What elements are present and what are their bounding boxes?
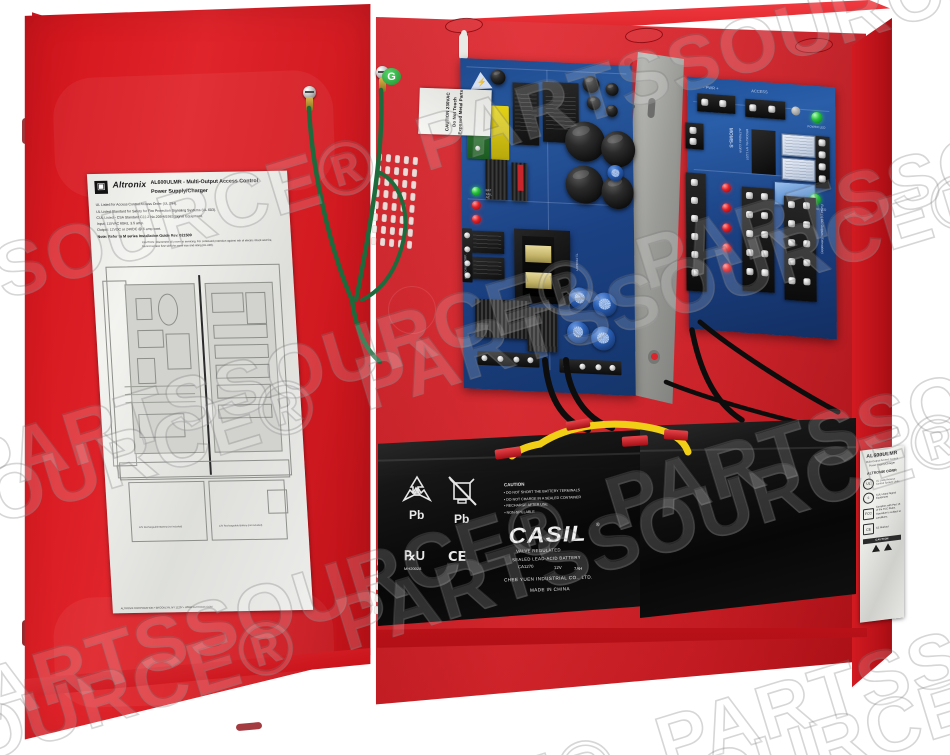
rating-mark-row: FCC Complies with Part 15 of the FCC Rul… [863,502,901,521]
ground-wire [306,105,355,303]
spade-connector [663,429,689,441]
ul-file-number: MH20028 [404,566,422,571]
ground-marker-label: G [382,68,401,85]
battery-jumper-wire [536,420,692,456]
battery-right [640,418,856,618]
ground-lug [379,78,386,92]
pb-symbol-2: Pb [454,512,470,526]
ce-mark-icon: CE [448,550,467,565]
rating-label: AL600ULMR Multi-Output Access Control Po… [860,445,904,623]
recycle-icon [400,474,434,506]
spade-connector [621,435,649,447]
ul-mark-icon: UL [863,477,874,491]
pb-symbol-1: Pb [409,508,425,522]
divider-top-screw [624,58,633,67]
fcc-mark-icon: FCC [863,507,874,520]
backpan-emboss [388,286,436,334]
ground-wire [353,87,384,303]
cul-mark-icon: c [863,491,874,505]
ground-wire-loop [360,170,408,302]
ul-recognized-icon: ℞U [404,548,426,563]
warning-triangle-icon [872,544,880,553]
ul-mark-text: UL Listed Access Control System Units [876,477,900,487]
rating-mark-row: c CUL Listed Signal Equipment [863,488,901,505]
ground-wire [349,297,383,365]
dc-wire [697,319,841,415]
fcc-mark-text: Complies with Part 15 of the FCC Rules. … [876,502,901,520]
cul-mark-text: CUL Listed Signal Equipment [876,490,896,501]
dc-wire [689,327,745,423]
rating-mark-row: UL UL Listed Access Control System Units [863,474,901,491]
electric-shock-triangle-icon [884,543,892,552]
ground-screw [303,86,316,99]
ce-mark-icon: CE [863,523,874,536]
divider-grommet [648,350,660,364]
do-not-dispose-icon [446,474,478,508]
battery-left: Pb Pb CAUTION • DO NOT SHORT THE BATTERY… [378,430,640,626]
ce-mark-text: CE Marked [876,525,889,530]
mounting-keyhole-slot [459,30,468,59]
rating-mark-row: CE CE Marked [863,520,901,536]
ground-lug [306,97,313,111]
